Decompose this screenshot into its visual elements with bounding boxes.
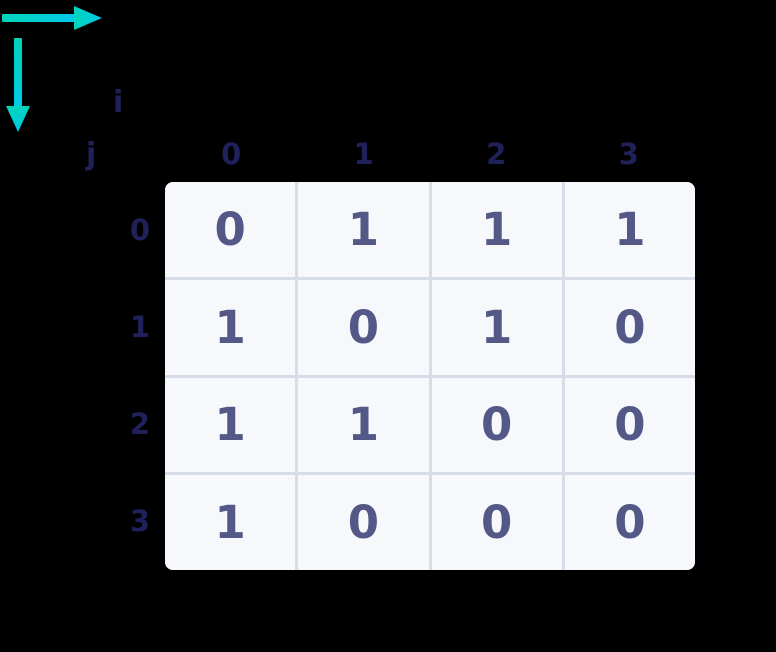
matrix-cell[interactable]: 0	[431, 377, 562, 473]
matrix-cell[interactable]: 1	[165, 279, 296, 375]
matrix-cell[interactable]: 1	[564, 182, 695, 277]
column-header-2: 2	[486, 136, 507, 171]
arrow-down-icon	[6, 38, 30, 132]
matrix-cell[interactable]: 1	[431, 279, 562, 375]
matrix-cell[interactable]: 0	[431, 475, 562, 570]
matrix-cell[interactable]: 0	[564, 475, 695, 570]
column-header-3: 3	[618, 136, 639, 171]
column-header-1: 1	[353, 136, 374, 171]
matrix-cell[interactable]: 0	[298, 475, 429, 570]
axis-arrow-j	[0, 36, 36, 136]
axis-arrow-i	[0, 0, 106, 36]
matrix-cell[interactable]: 0	[564, 279, 695, 375]
arrow-right-icon	[2, 6, 102, 30]
row-header-column: 0 1 2 3	[100, 182, 150, 570]
matrix-cell[interactable]: 0	[564, 377, 695, 473]
row-header-1: 1	[129, 310, 150, 344]
row-header-2: 2	[129, 407, 150, 441]
matrix-cell[interactable]: 1	[298, 182, 429, 277]
matrix-cell[interactable]: 1	[431, 182, 562, 277]
axis-label-j: j	[86, 137, 97, 172]
matrix-cell[interactable]: 1	[165, 475, 296, 570]
row-header-3: 3	[129, 504, 150, 538]
row-header-0: 0	[129, 213, 150, 247]
matrix-cell[interactable]: 0	[298, 279, 429, 375]
matrix-grid: 0 1 1 1 1 0 1 0 1 1 0 0 1 0 0 0	[165, 182, 695, 570]
column-header-0: 0	[221, 136, 242, 171]
matrix-cell[interactable]: 1	[298, 377, 429, 473]
matrix-cell[interactable]: 0	[165, 182, 296, 277]
matrix-cell[interactable]: 1	[165, 377, 296, 473]
column-header-row: 0 1 2 3	[165, 134, 695, 174]
axis-label-i: i	[113, 85, 124, 120]
